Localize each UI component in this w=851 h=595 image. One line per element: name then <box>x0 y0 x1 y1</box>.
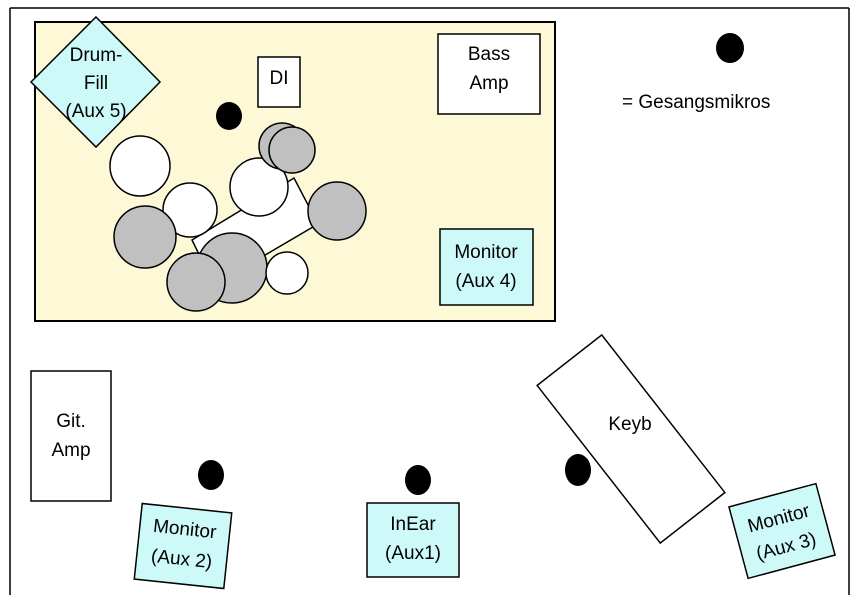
drum-fill-monitor: Drum- Fill (Aux 5) <box>29 15 162 149</box>
vocal-mic-left <box>198 460 224 490</box>
vocal-mic-center <box>405 465 431 495</box>
di-box: DI <box>257 56 301 108</box>
keyboard-label: Keyb <box>608 414 651 435</box>
vocal-mic-riser <box>216 102 242 130</box>
bass-amp-label-1: Bass <box>468 44 510 65</box>
bass-amp: Bass Amp <box>437 33 541 115</box>
monitor-aux4-label-2: (Aux 4) <box>455 271 516 292</box>
guitar-amp-label-1: Git. <box>56 411 86 432</box>
inear-aux1-label-1: InEar <box>390 514 436 535</box>
drum-kit <box>109 122 367 312</box>
di-label: DI <box>270 68 289 89</box>
drum-cymbal-right <box>307 181 367 241</box>
monitor-aux2: Monitor (Aux 2) <box>133 502 233 590</box>
legend-label: = Gesangsmikros <box>622 92 770 113</box>
legend-mic-icon <box>716 33 744 63</box>
drum-fill-label-2: Fill <box>84 73 108 94</box>
drum-cymbal-bottom <box>166 252 226 312</box>
guitar-amp-label-2: Amp <box>51 440 90 461</box>
inear-aux1: InEar (Aux1) <box>366 502 460 578</box>
drum-tom-2 <box>229 157 289 217</box>
drum-cymbal-top-2 <box>268 126 316 174</box>
drum-snare <box>265 251 309 295</box>
inear-aux1-label-2: (Aux1) <box>385 543 441 564</box>
drum-tom-1 <box>162 182 218 238</box>
vocal-mic-right <box>565 454 591 486</box>
drum-fill-label-3: (Aux 5) <box>65 101 126 122</box>
drum-cymbal-left <box>113 205 177 269</box>
guitar-amp: Git. Amp <box>30 370 112 502</box>
monitor-aux4-label-1: Monitor <box>454 242 518 263</box>
legend: = Gesangsmikros <box>622 33 770 113</box>
drum-fill-label-1: Drum- <box>70 45 123 66</box>
drum-hihat <box>109 135 171 197</box>
monitor-aux3: Monitor (Aux 3) <box>728 482 836 580</box>
bass-amp-label-2: Amp <box>469 73 508 94</box>
keyboard <box>536 333 726 545</box>
monitor-aux4: Monitor (Aux 4) <box>439 228 534 306</box>
